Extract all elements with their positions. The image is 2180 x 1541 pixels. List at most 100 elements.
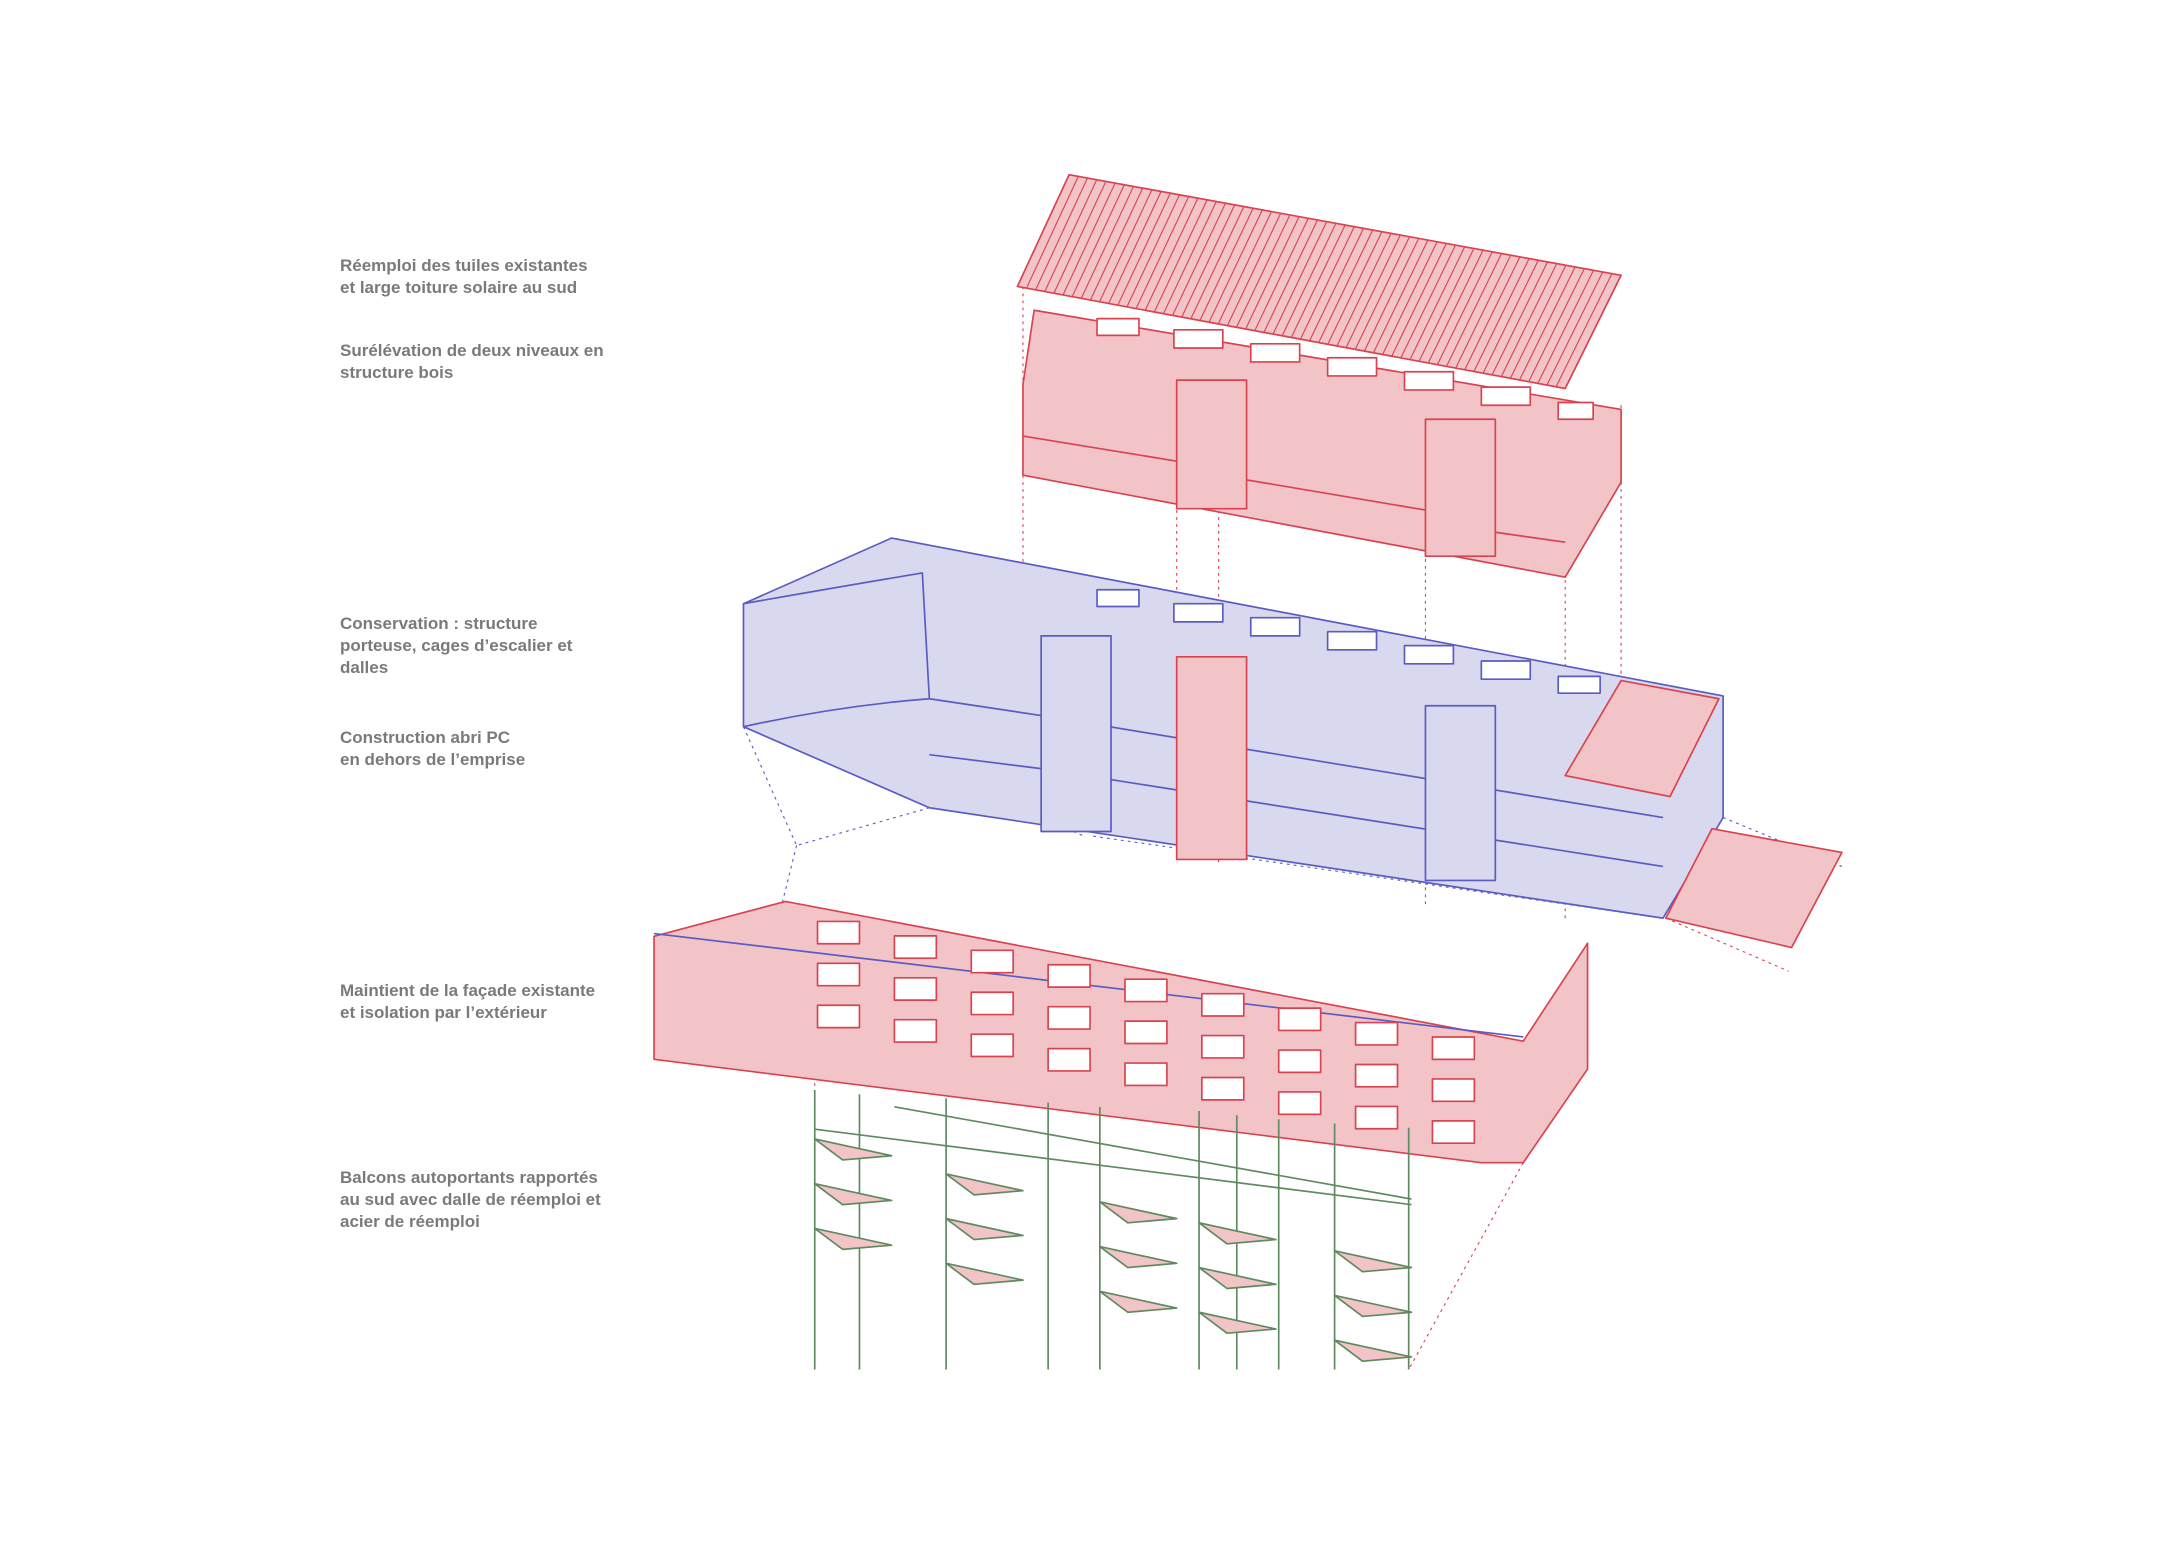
facade-window <box>1047 1047 1091 1072</box>
roof-hatch-line <box>1199 207 1254 321</box>
roof-hatch-line <box>1309 228 1364 342</box>
label-roof: Réemploi des tuiles existantes et large … <box>340 256 588 297</box>
roof-hatch-line <box>1372 239 1429 354</box>
roof-hatch-line <box>1555 273 1613 388</box>
balcony-slab <box>1333 1339 1413 1363</box>
roof-hatch-line <box>1181 204 1236 318</box>
roof-hatch-line <box>1153 199 1208 313</box>
roof-hatch-line <box>1564 275 1622 389</box>
facade-window <box>893 976 938 1001</box>
balcony-slab <box>813 1182 893 1206</box>
roof-hatch-line <box>1528 268 1585 382</box>
facade-window <box>1277 1049 1322 1074</box>
roof-hatch-line <box>1509 264 1567 379</box>
roof-hatch-line <box>1226 213 1282 326</box>
facade-window <box>1354 1021 1399 1046</box>
facade-window <box>1354 1105 1399 1130</box>
roof-hatch-line <box>1391 243 1447 357</box>
roof-hatch-line <box>1290 224 1346 338</box>
roof-hatch-line <box>1117 192 1171 306</box>
roof-hatch-line <box>1108 191 1162 304</box>
roof-hatch-line <box>1135 196 1190 309</box>
label-balconies: Balcons autoportants rapportés au sud av… <box>340 1168 601 1231</box>
facade-window <box>1124 978 1168 1003</box>
balcony-slab <box>1198 1266 1277 1290</box>
facade-window <box>1124 1020 1168 1045</box>
roof-hatch-line <box>1299 226 1355 340</box>
roof-hatch-line <box>1519 266 1576 381</box>
roof-hatch-line <box>1126 194 1180 308</box>
balcony-slab <box>1098 1201 1178 1224</box>
facade-window <box>893 1018 938 1043</box>
roof-hatch-line <box>1044 179 1098 292</box>
roof-hatch-line <box>1026 176 1079 289</box>
roof-hatch-line <box>1382 241 1438 355</box>
balcony-slab <box>1198 1221 1277 1245</box>
facade-window <box>1431 1120 1476 1145</box>
roof-hatch-line <box>1281 223 1337 337</box>
balcony-slab <box>1333 1294 1413 1318</box>
roof-hatch-line <box>1455 254 1512 369</box>
facade-window <box>1431 1078 1476 1103</box>
roof-hatch-line <box>1436 251 1493 365</box>
roof-hatch-line <box>1062 182 1116 296</box>
balcony-slab <box>813 1138 893 1161</box>
roof-hatch-line <box>1473 258 1530 372</box>
roof-hatch-line <box>1272 221 1328 335</box>
roof-hatch-line <box>1482 259 1539 374</box>
timber-elevation-block <box>1022 309 1622 579</box>
balcony-slab <box>1198 1311 1277 1335</box>
facade-window <box>816 962 861 987</box>
roof-hatch-line <box>1318 229 1374 343</box>
facade-window <box>1201 1034 1245 1059</box>
roof-hatch-line <box>1446 253 1502 367</box>
roof-hatch-line <box>1263 219 1318 333</box>
roof-hatch-line <box>1500 263 1558 377</box>
roof-hatch-line <box>1409 246 1466 360</box>
balcony-slab <box>1098 1290 1178 1314</box>
roof-hatch-line <box>1491 261 1549 376</box>
balcony-beam <box>814 1128 1412 1206</box>
roof-hatch-line <box>1537 270 1595 384</box>
roof-hatch-line <box>1363 238 1420 352</box>
roof-hatch-line <box>1053 181 1107 294</box>
roof-hatch-line <box>1217 211 1272 325</box>
roof-hatch-line <box>1162 201 1217 314</box>
label-shelter: Construction abri PC en dehors de l’empr… <box>340 728 526 769</box>
balcony-slab <box>945 1173 1024 1196</box>
label-facade: Maintient de la façade existante et isol… <box>340 981 596 1022</box>
roof-hatch-line <box>1354 236 1410 350</box>
facade-window <box>1047 963 1091 988</box>
conserved-structure-block <box>742 537 1724 919</box>
roof-hatch-line <box>1327 231 1383 345</box>
balconies-structure <box>813 1090 1413 1370</box>
balcony-slab <box>945 1217 1024 1241</box>
roof-hatch-line <box>1236 214 1291 328</box>
facade-window <box>816 920 861 945</box>
label-conservation: Conservation : structure porteuse, cages… <box>340 614 573 677</box>
roof-hatch-line <box>1172 202 1226 316</box>
roof-hatch-line <box>1400 244 1456 359</box>
balcony-slab <box>1333 1249 1413 1273</box>
facade-window <box>1124 1062 1168 1087</box>
facade-window <box>1354 1063 1399 1088</box>
roof-hatch-line <box>1080 186 1134 299</box>
facade-window <box>1047 1005 1091 1030</box>
roof-hatch-line <box>1089 187 1144 301</box>
roof-tiles <box>1016 173 1622 390</box>
facade-window <box>970 1033 1015 1058</box>
roof-hatch-line <box>1144 197 1199 311</box>
roof-hatch-line <box>1336 233 1392 347</box>
roof-hatch-line <box>1071 184 1125 297</box>
roof-hatch-line <box>1190 206 1245 320</box>
facade-window <box>1201 992 1245 1017</box>
balcony-slab <box>1098 1245 1178 1269</box>
facade-window <box>970 991 1015 1016</box>
roof-hatch-line <box>1035 177 1088 291</box>
balcony-slab <box>945 1262 1024 1286</box>
roof-hatch-line <box>1254 218 1309 331</box>
facade-window <box>1431 1036 1476 1061</box>
facade-window <box>1201 1076 1245 1101</box>
facade-window <box>893 935 938 960</box>
